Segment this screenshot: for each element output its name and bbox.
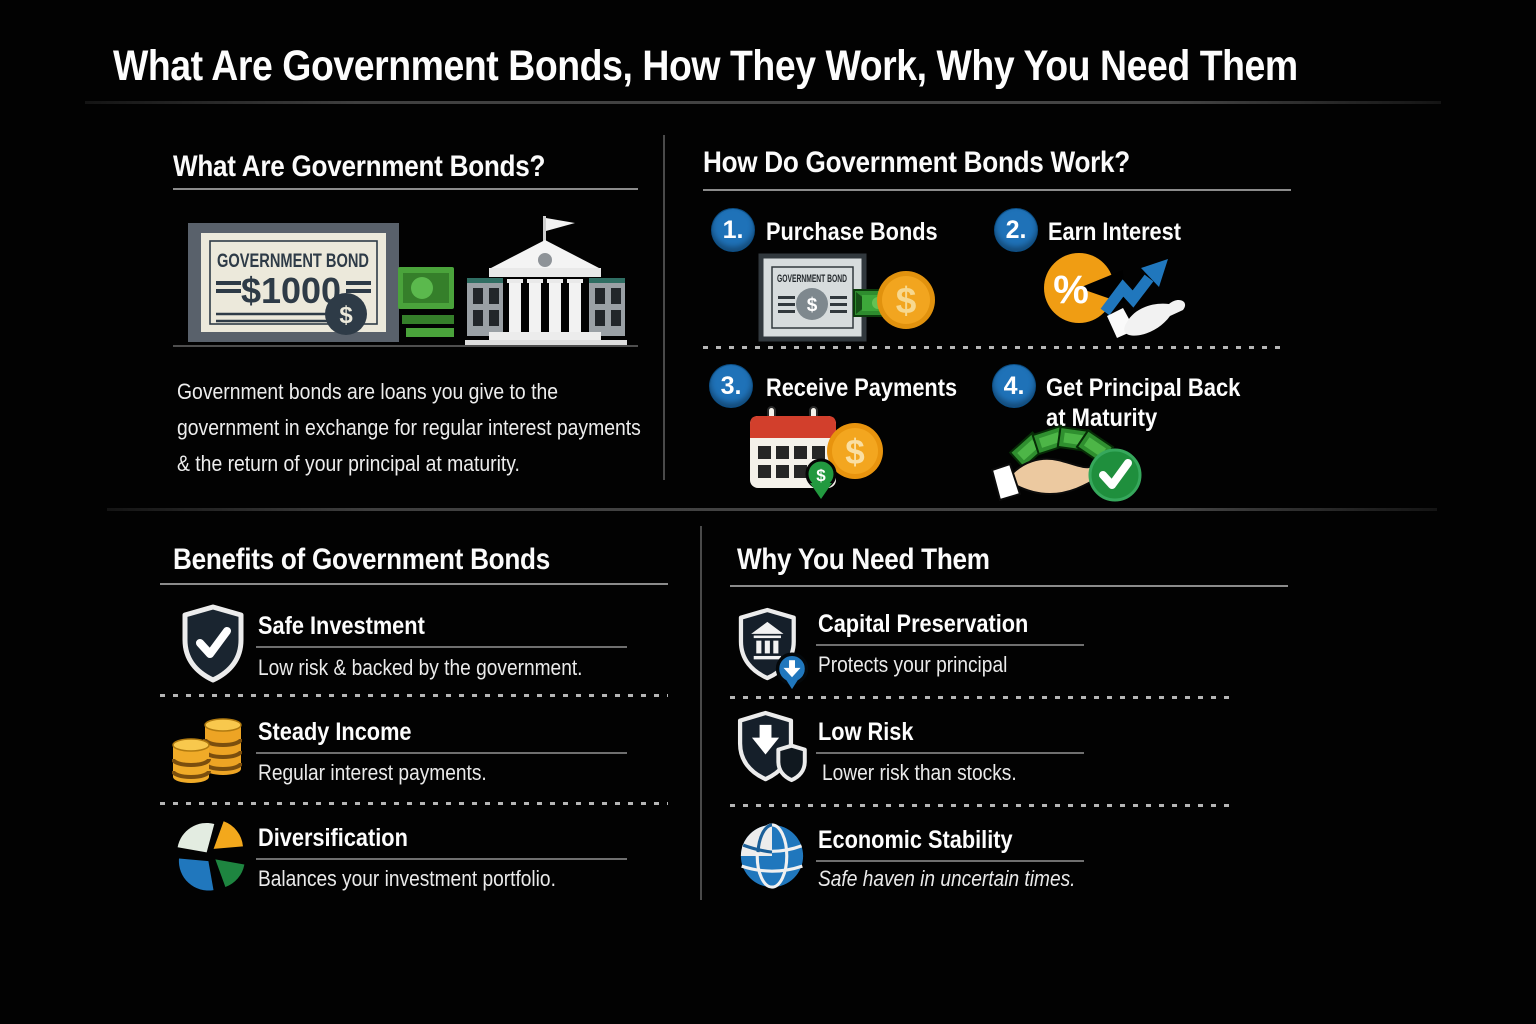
bank-building-icon [465,216,627,347]
how-section-heading: How Do Government Bonds Work? [703,146,1130,179]
coin-stacks-icon [172,718,242,783]
why-title-rule [816,860,1084,862]
bond-value: $1000 [241,270,341,311]
bond-certificate-icon: GOVERNMENT BOND $1000 $ [188,223,399,342]
how-heading-rule [703,189,1291,191]
why-item-subtitle: Lower risk than stocks. [822,760,1017,785]
why-title-rule [816,752,1084,754]
benefit-title-rule [256,858,627,860]
bond-label: GOVERNMENT BOND [217,251,369,272]
benefit-item-subtitle: Balances your investment portfolio. [258,866,556,891]
why-item-divider [730,696,1235,699]
coin-dollar-symbol: $ [845,433,864,472]
percent-symbol: % [1053,268,1089,312]
benefit-item-subtitle: Regular interest payments. [258,760,487,785]
benefits-section-heading: Benefits of Government Bonds [173,543,550,576]
step-3-number: 3. [710,365,752,407]
why-title-rule [816,644,1084,646]
pie-chart-icon [177,821,245,891]
percent-growth-hand-icon: % [1044,253,1186,338]
shield-down-arrow-icon [737,710,807,783]
mid-divider [107,508,1437,511]
title-divider [85,101,1441,104]
benefits-item-divider [160,694,668,697]
page-title: What Are Government Bonds, How They Work… [113,42,1298,90]
mini-bond-dollar: $ [807,295,818,316]
what-section-heading: What Are Government Bonds? [173,150,546,183]
shield-bank-icon [738,607,809,690]
bottom-quadrant-divider [700,526,702,900]
why-item-divider [730,804,1235,807]
step-4-number: 4. [993,365,1035,407]
calendar-coin-icon: $ $ [750,406,883,499]
globe-icon [740,823,804,889]
why-item-subtitle: Protects your principal [818,652,1008,677]
top-quadrant-divider [663,135,665,480]
what-heading-rule [173,188,638,190]
why-section-heading: Why You Need Them [737,543,990,576]
pin-dollar-symbol: $ [816,466,826,485]
benefit-title-rule [256,646,627,648]
why-heading-rule [730,585,1288,587]
bond-dollar-symbol: $ [339,302,353,329]
step-4-label: Get Principal Back at Maturity [1046,374,1241,432]
benefits-heading-rule [160,583,668,585]
bond-certificate-coin-icon: GOVERNMENT BOND $ $ [758,253,935,342]
coin-dollar-symbol: $ [896,280,917,321]
what-description: Government bonds are loans you give to t… [177,374,704,482]
why-item-subtitle: Safe haven in uncertain times. [818,866,1076,891]
what-description-line: government in exchange for regular inter… [177,415,641,440]
what-description-line: & the return of your principal at maturi… [177,451,520,476]
step-1-label: Purchase Bonds [766,218,938,246]
benefit-item-title: Steady Income [258,718,412,746]
shield-check-icon [182,604,244,683]
money-bills-icon [398,267,454,337]
what-description-line: Government bonds are loans you give to t… [177,379,558,404]
hand-cash-check-icon [990,424,1142,502]
benefit-item-subtitle: Low risk & backed by the government. [258,655,583,680]
benefits-item-divider [160,802,668,805]
why-item-title: Economic Stability [818,826,1013,854]
step-1-number: 1. [712,209,754,251]
what-illustration-rule [173,345,638,347]
benefit-title-rule [256,752,627,754]
step-2-number: 2. [995,209,1037,251]
step-3-label: Receive Payments [766,374,958,402]
benefit-item-title: Diversification [258,824,408,852]
why-item-title: Capital Preservation [818,610,1029,638]
how-steps-divider [703,346,1288,349]
why-item-title: Low Risk [818,718,914,746]
step-2-label: Earn Interest [1048,218,1181,246]
benefit-item-title: Safe Investment [258,612,425,640]
mini-bond-label: GOVERNMENT BOND [777,273,847,285]
